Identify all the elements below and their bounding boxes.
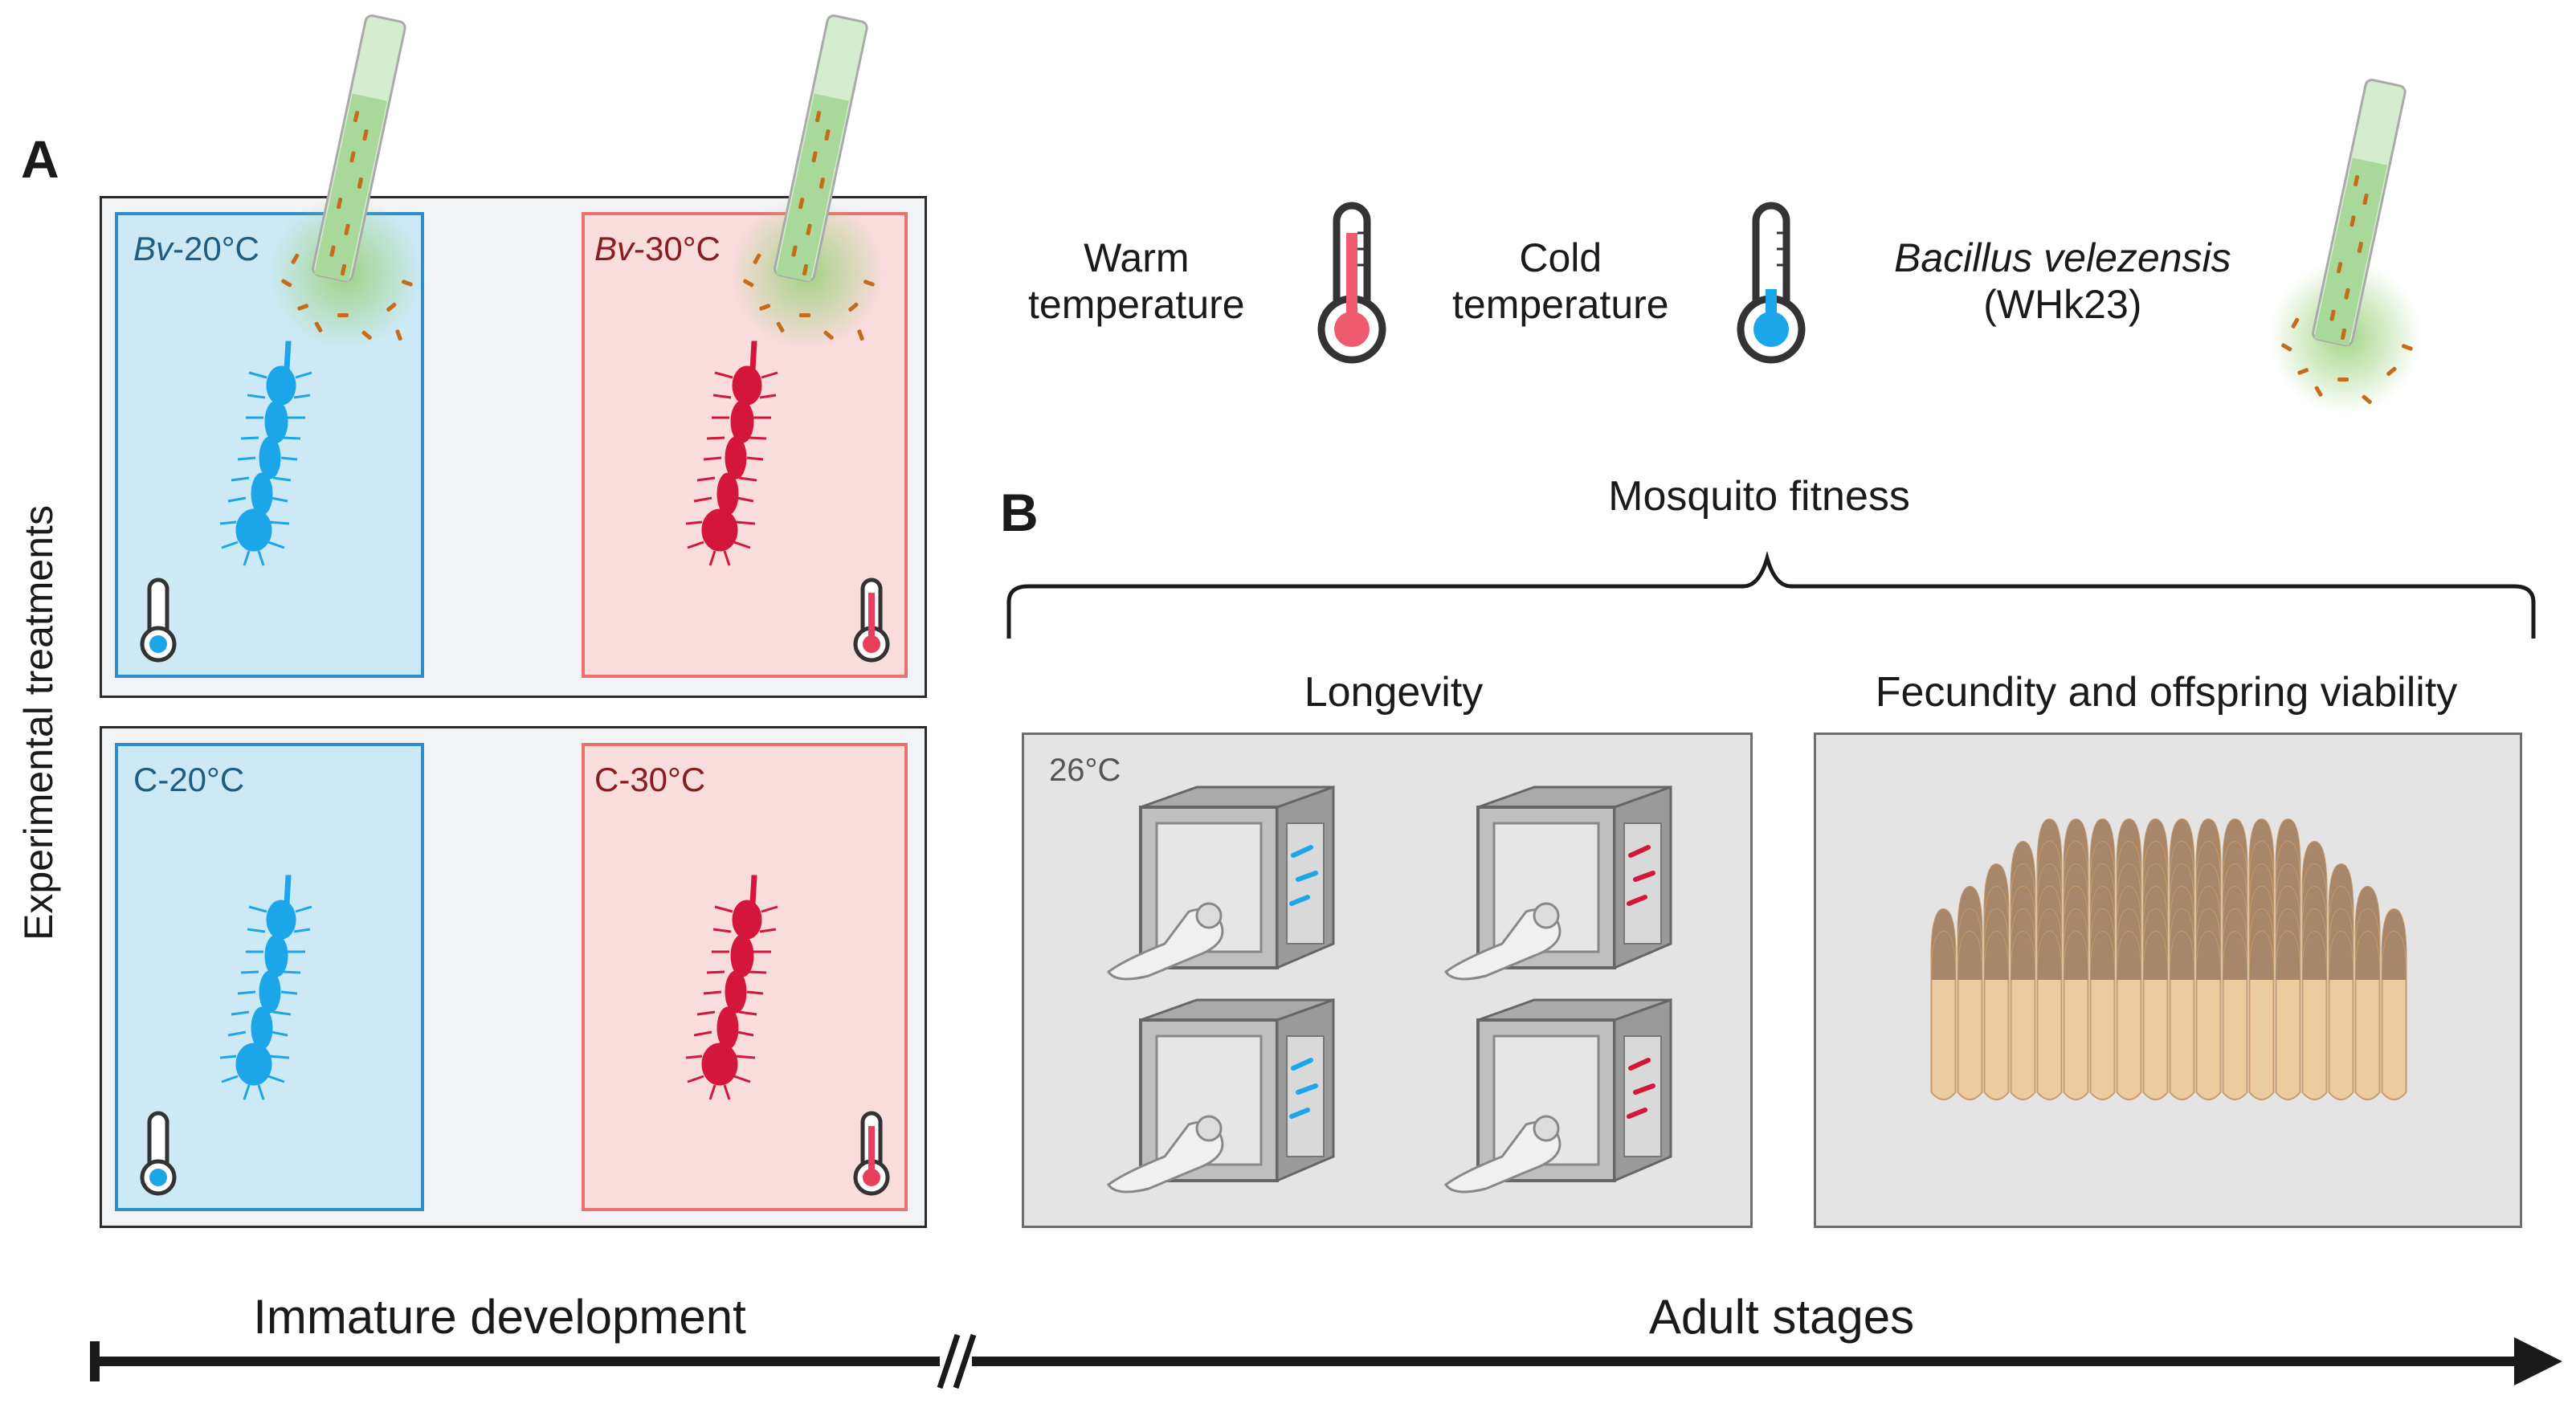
- mosquito-cage-icon: [1443, 998, 1672, 1194]
- egg: [2301, 930, 2328, 1100]
- legend-cold-line2: temperature: [1452, 282, 1669, 327]
- egg: [2036, 930, 2063, 1100]
- experimental-treatments-label: Experimental treatments: [16, 505, 61, 941]
- warm-thermometer-icon: [853, 577, 890, 663]
- egg: [2089, 930, 2116, 1100]
- mosquito-cage-icon: [1106, 785, 1335, 981]
- egg: [1930, 930, 1957, 1100]
- legend-warm-line1: Warm: [1084, 235, 1190, 280]
- label-bv-30: Bv-30°C: [594, 230, 721, 267]
- egg: [2222, 930, 2248, 1100]
- larva-icon: [685, 875, 778, 1100]
- warm-thermometer-icon: [853, 1111, 890, 1196]
- mosquito-cage-icon: [1106, 998, 1335, 1194]
- egg: [2116, 930, 2142, 1100]
- timeline-immature-label: Immature development: [253, 1290, 746, 1344]
- mosquito-cage-icon: [1443, 785, 1672, 981]
- egg-raft-icon: [1930, 818, 2407, 1100]
- legend-warm-label: Warm temperature: [1028, 235, 1245, 328]
- egg: [1983, 930, 2010, 1100]
- egg: [2275, 930, 2301, 1100]
- timeline-arrow: [90, 1333, 2562, 1389]
- longevity-temperature: 26°C: [1049, 753, 1121, 788]
- legend-cold-line1: Cold: [1519, 235, 1602, 280]
- legend-bacillus-label: Bacillus velezensis (WHk23): [1894, 235, 2231, 328]
- egg: [2142, 930, 2169, 1100]
- legend-cold-label: Cold temperature: [1452, 235, 1669, 328]
- egg: [2328, 930, 2354, 1100]
- bacteria-tube-icon: [2269, 79, 2422, 414]
- timeline-adult-label: Adult stages: [1648, 1290, 1915, 1344]
- legend-bacillus-line1: Bacillus velezensis: [1894, 235, 2231, 280]
- fecundity-label: Fecundity and offspring viability: [1875, 669, 2458, 716]
- panel-b-letter: B: [1000, 483, 1039, 542]
- larva-icon: [219, 341, 312, 566]
- longevity-label: Longevity: [1304, 669, 1484, 716]
- egg: [2248, 930, 2275, 1100]
- egg: [2195, 930, 2222, 1100]
- mosquito-fitness-title: Mosquito fitness: [1608, 473, 1910, 520]
- cold-thermometer-icon: [140, 577, 177, 663]
- egg: [1957, 930, 1983, 1100]
- warm-thermometer-icon: [1317, 202, 1386, 364]
- cold-thermometer-icon: [140, 1111, 177, 1196]
- curly-brace: [1006, 550, 2536, 639]
- legend-bacillus-line2: (WHk23): [1983, 282, 2142, 327]
- egg: [2010, 930, 2036, 1100]
- bacteria-tube-icon: [731, 14, 884, 349]
- egg: [2169, 930, 2195, 1100]
- egg: [2354, 930, 2381, 1100]
- label-c-20: C-20°C: [133, 761, 245, 798]
- legend-warm-line2: temperature: [1028, 282, 1245, 327]
- label-c-30: C-30°C: [594, 761, 706, 798]
- egg: [2381, 930, 2407, 1100]
- larva-icon: [219, 875, 312, 1100]
- panel-a-letter: A: [21, 129, 59, 189]
- cold-thermometer-icon: [1737, 202, 1806, 364]
- label-bv-20: Bv-20°C: [133, 230, 259, 267]
- egg: [2063, 930, 2089, 1100]
- bacteria-tube-icon: [269, 14, 422, 349]
- card-c-30: [582, 743, 908, 1211]
- larva-icon: [685, 341, 778, 566]
